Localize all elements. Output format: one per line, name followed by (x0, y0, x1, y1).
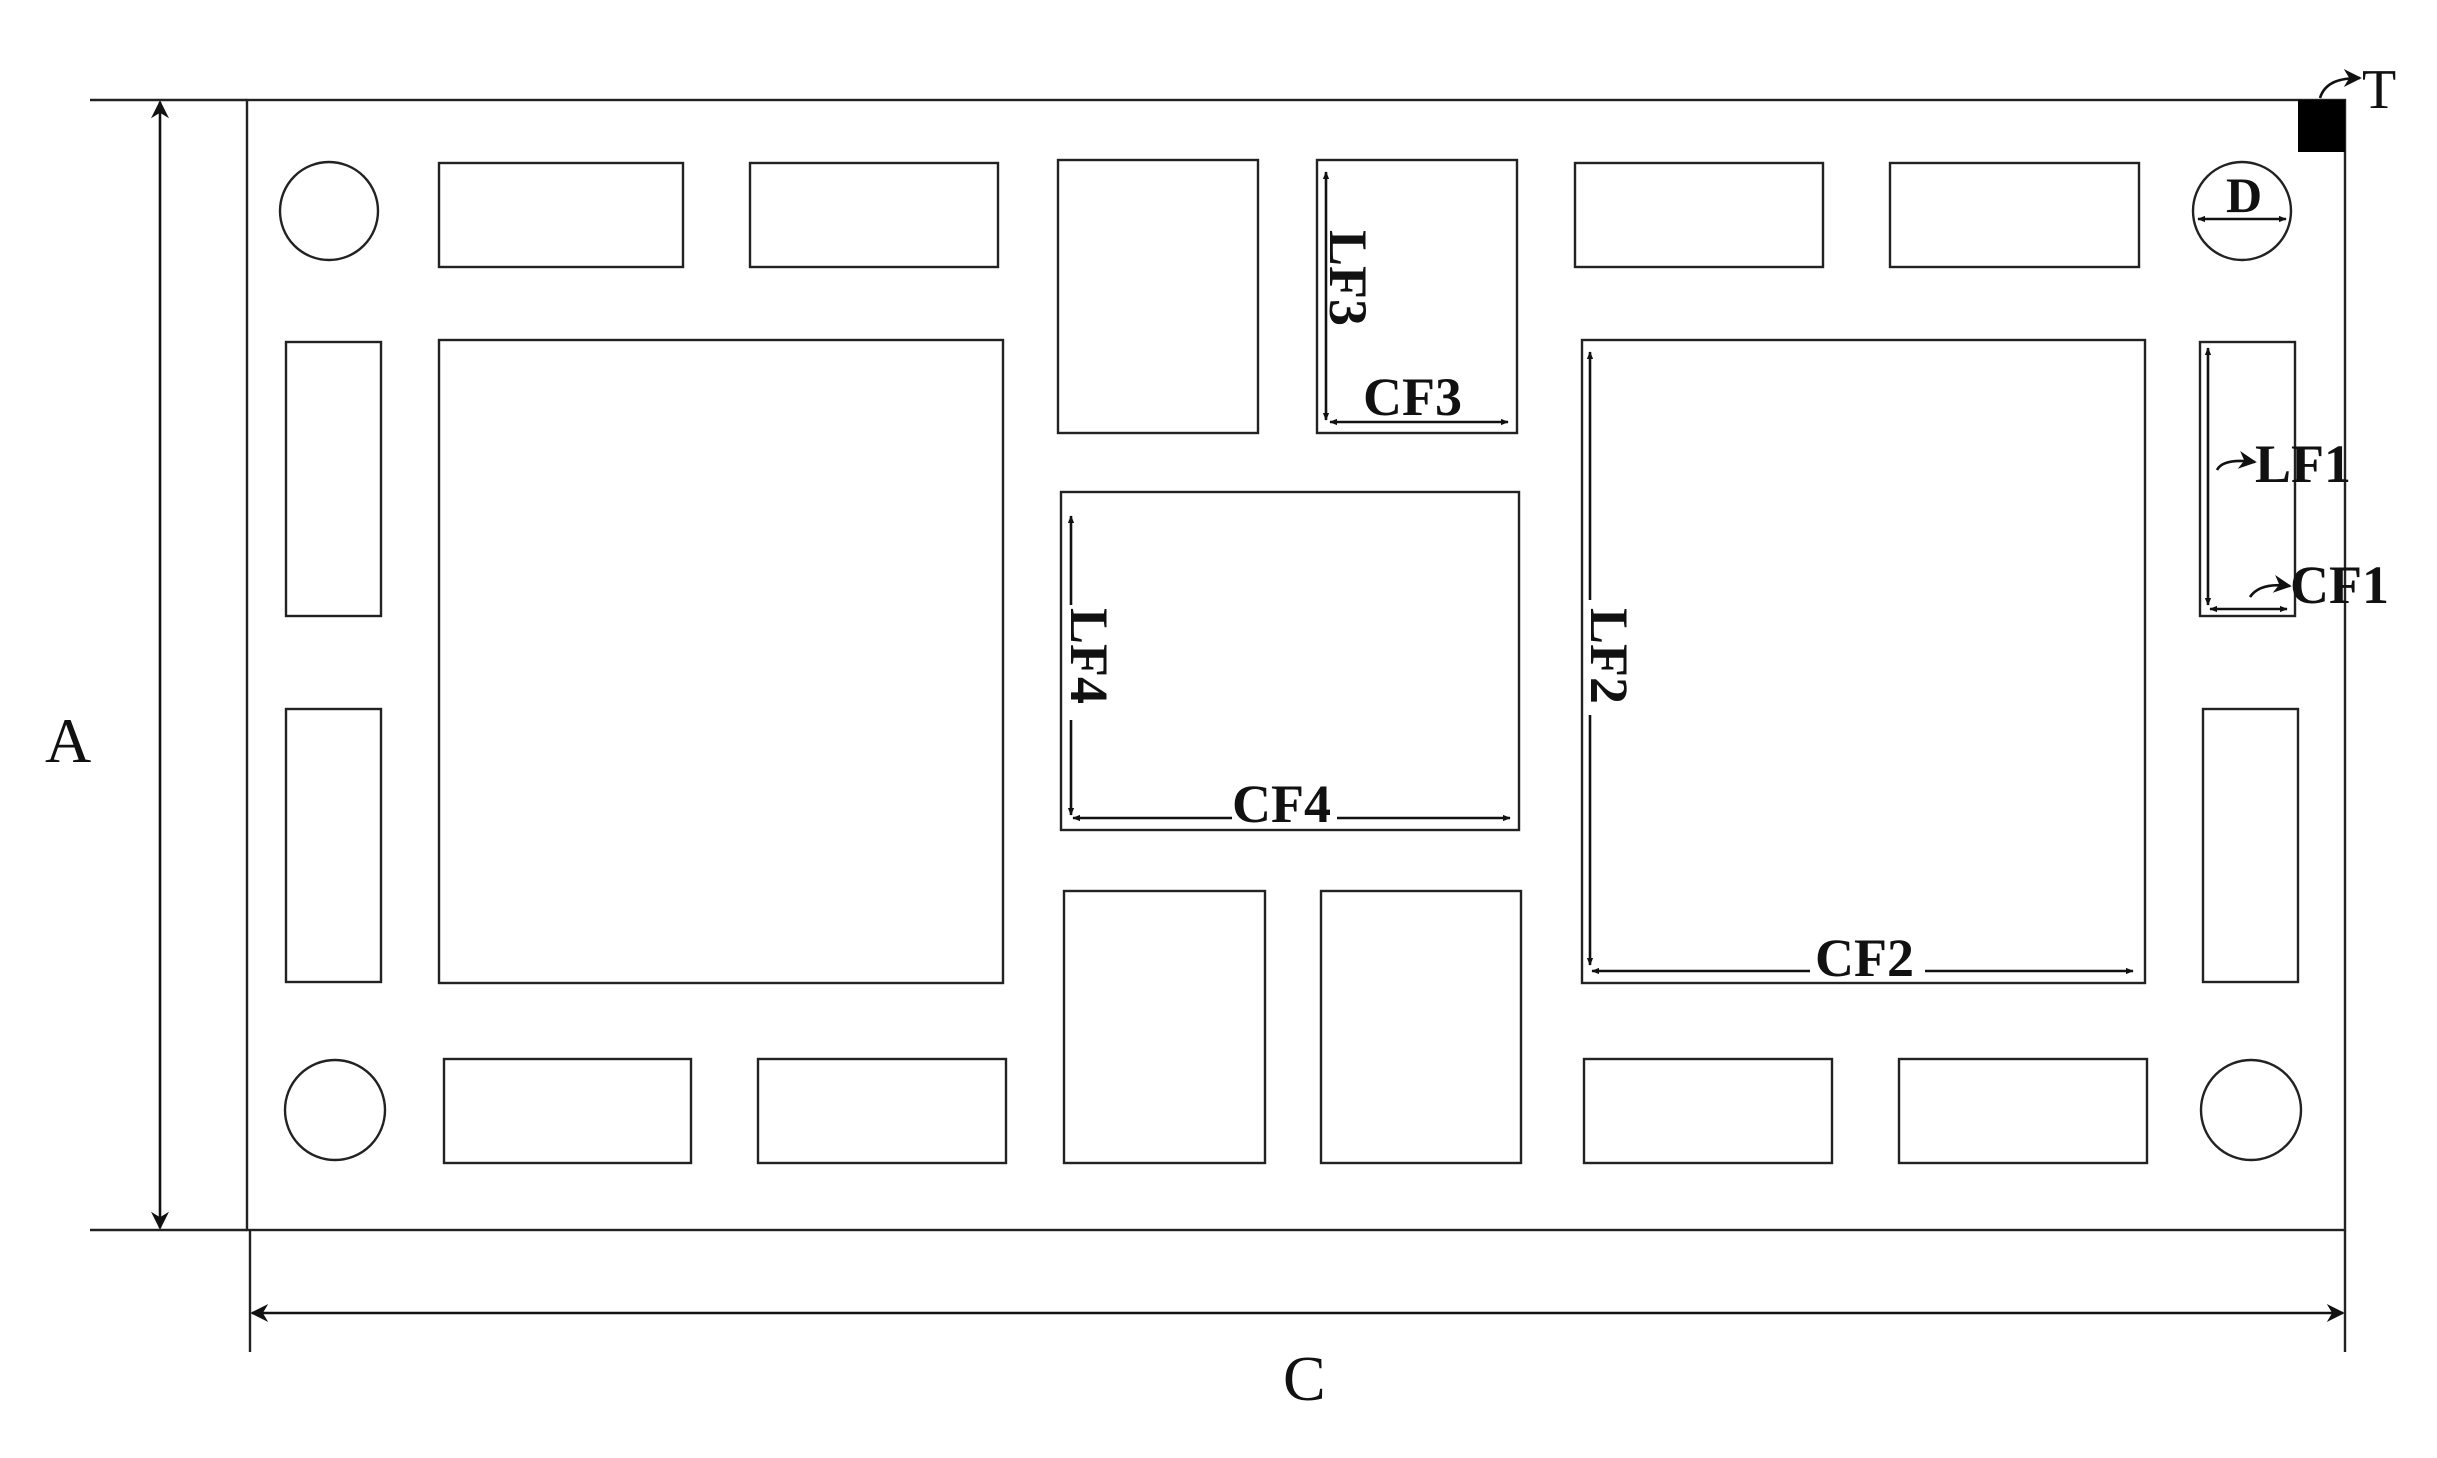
corner-hole-bottom-left (283, 1058, 387, 1162)
corner-hole-top-left (278, 160, 380, 262)
bottom-slot-1 (442, 1057, 693, 1165)
top-slot-1 (437, 161, 685, 269)
top-slot-2 (748, 161, 1000, 269)
large-window-right (1580, 338, 2147, 985)
label-cf2: CF2 (1815, 928, 1914, 988)
corner-hole-top-right (2191, 160, 2293, 262)
center-window-bottom-left (1062, 889, 1267, 1165)
thickness-arrow (2318, 69, 2362, 99)
label-lf4: LF4 (1059, 608, 1119, 704)
label-cf3: CF3 (1363, 367, 1462, 427)
label-lf1: LF1 (2255, 434, 2351, 494)
right-slot-1 (2198, 340, 2297, 618)
center-window-middle (1059, 490, 1521, 832)
top-slot-4 (1888, 161, 2141, 269)
label-cf1: CF1 (2290, 555, 2389, 615)
label-a: A (45, 705, 91, 776)
center-window-bottom-right (1319, 889, 1523, 1165)
large-window-left (437, 338, 1005, 985)
label-cf4: CF4 (1232, 774, 1331, 834)
left-slot-1 (284, 340, 383, 618)
corner-hole-bottom-right (2199, 1058, 2303, 1162)
left-slot-2 (284, 707, 383, 984)
label-lf2: LF2 (1579, 608, 1639, 704)
label-d: D (2226, 167, 2262, 223)
bottom-slot-2 (756, 1057, 1008, 1165)
center-window-top-left (1056, 158, 1260, 435)
bottom-slot-4 (1897, 1057, 2149, 1165)
center-window-top-right (1315, 158, 1519, 435)
top-slot-3 (1573, 161, 1825, 269)
plate-outline (245, 98, 2347, 1232)
label-c: C (1283, 1343, 1326, 1414)
thickness-marker (2298, 100, 2345, 152)
bottom-slot-3 (1582, 1057, 1834, 1165)
label-lf3: LF3 (1318, 230, 1378, 326)
right-slot-2 (2201, 707, 2300, 984)
cf1-leader (2248, 574, 2292, 598)
lf1-leader (2215, 450, 2257, 471)
label-t: T (2362, 59, 2396, 121)
